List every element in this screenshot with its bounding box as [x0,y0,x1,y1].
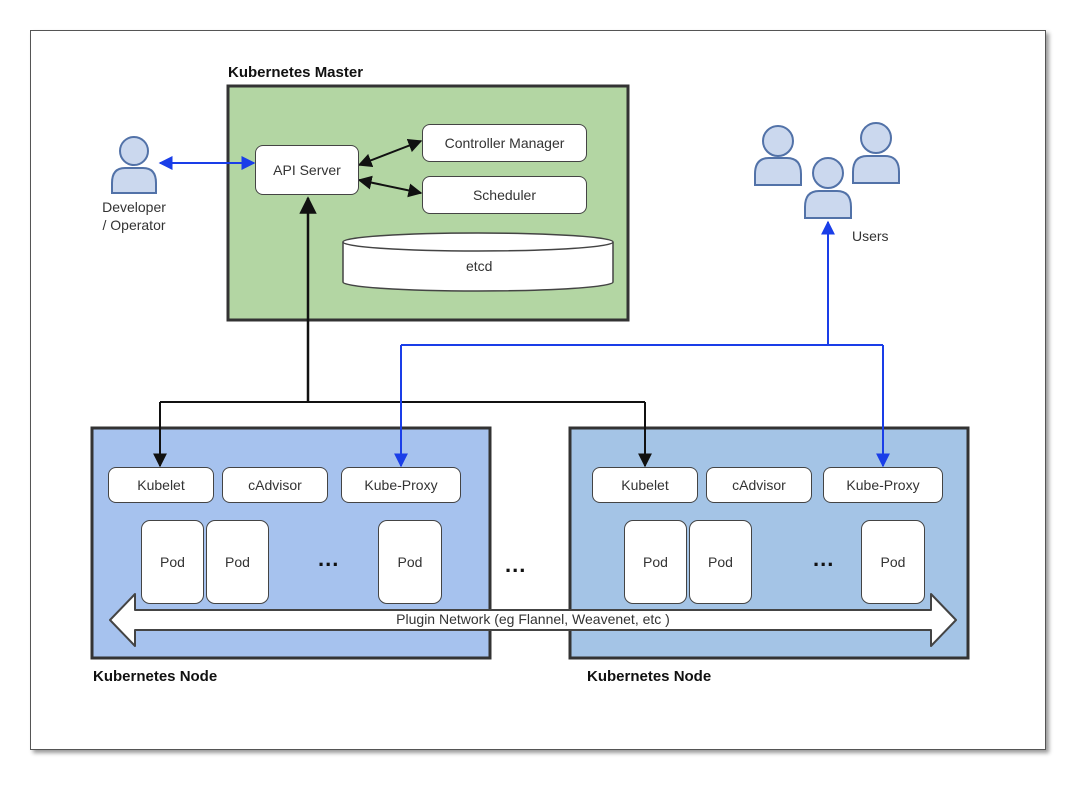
node1-title: Kubernetes Node [93,668,218,685]
node2-title: Kubernetes Node [587,668,712,685]
etcd-cylinder [342,232,614,292]
users-person-icon-center [804,157,852,219]
scheduler-box: Scheduler [422,176,587,214]
controller-manager-box: Controller Manager [422,124,587,162]
api-to-kubelet-connectors [153,196,652,468]
developer-label-line2: / Operator [102,217,166,233]
users-label: Users [852,228,889,244]
node1-pod-1: Pod [141,520,204,604]
developer-person-icon [111,136,157,194]
nodes-between-ellipsis: ... [505,552,527,577]
node1-pod-2: Pod [206,520,269,604]
api-to-controllers-connectors [357,139,423,198]
node2-pod-3: Pod [861,520,925,604]
etcd-label: etcd [466,258,493,274]
node1-pod-3: Pod [378,520,442,604]
node2-ellipsis: ... [813,546,835,571]
users-to-kubeproxy-connectors [394,220,890,468]
node1-cadvisor-box: cAdvisor [222,467,328,503]
users-person-icon-left [754,125,802,186]
users-person-icon-right [852,122,900,184]
plugin-network-arrow [109,593,957,647]
node2-pod-2: Pod [689,520,752,604]
api-server-box: API Server [255,145,359,195]
node1-kubelet-box: Kubelet [108,467,214,503]
master-title: Kubernetes Master [228,64,364,81]
node2-cadvisor-box: cAdvisor [706,467,812,503]
node2-kube-proxy-box: Kube-Proxy [823,467,943,503]
node1-ellipsis: ... [318,546,340,571]
developer-label-line1: Developer [102,199,166,215]
node2-pod-1: Pod [624,520,687,604]
node1-kube-proxy-box: Kube-Proxy [341,467,461,503]
node2-kubelet-box: Kubelet [592,467,698,503]
plugin-network-label: Plugin Network (eg Flannel, Weavenet, et… [396,611,670,627]
